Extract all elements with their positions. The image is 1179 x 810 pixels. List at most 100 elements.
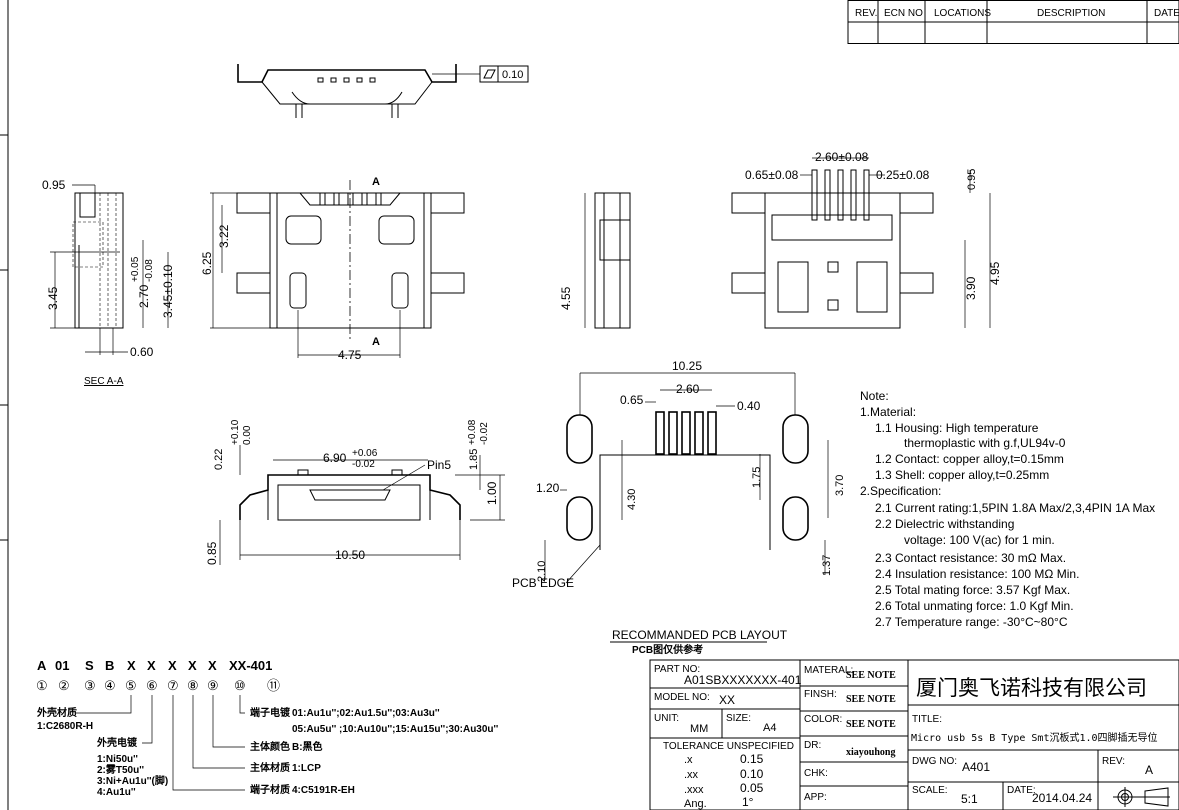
part-code-legend: A 01 S B X X X X X XX-401 ① ② ③ ④ ⑤ ⑥ ⑦ … — [36, 658, 498, 798]
finish-label: FINSH: — [804, 689, 837, 700]
dim-6.90: 6.90 — [323, 451, 347, 465]
code-segment: X — [208, 658, 217, 673]
dim-3.90: 3.90 — [964, 276, 978, 300]
terminal-plating-value: 01:Au1u'';02:Au1.5u'';03:Au3u'' — [292, 708, 440, 719]
code-number: ⑨ — [207, 678, 219, 693]
shell-plating-value: 3:Ni+Au1u''(脚) — [97, 774, 168, 787]
note-line: 2.3 Contact resistance: 30 mΩ Max. — [875, 551, 1066, 565]
terminal-plating-value: 05:Au5u'' ;10:Au10u'';15:Au15u'';30:Au30… — [292, 724, 498, 735]
date-header: DATE — [1154, 8, 1179, 19]
dwg-no-value: A401 — [962, 760, 990, 774]
note-line: 1.2 Contact: copper alloy,t=0.15mm — [875, 452, 1064, 466]
finish-value: SEE NOTE — [846, 694, 896, 705]
dim-0.95: 0.95 — [42, 178, 66, 192]
dim-1.00: 1.00 — [485, 481, 499, 505]
dim-3.45-tol: 3.45±0.10 — [161, 264, 175, 318]
section-mark-bottom: A — [372, 336, 380, 348]
rear-view: 2.60±0.08 0.65±0.08 0.25±0.08 0.95 3.90 … — [731, 150, 1002, 329]
dim-3.45: 3.45 — [46, 286, 60, 310]
pcb-dim-10.25: 10.25 — [672, 359, 702, 373]
notes: Note: 1.Material: 1.1 Housing: High temp… — [860, 389, 1155, 629]
code-number: ⑧ — [187, 678, 199, 693]
title-block: PART NO: A01SBXXXXXXX-401 MODEL NO: XX U… — [649, 659, 1179, 810]
size-label: SIZE: — [726, 713, 751, 724]
dim-2.60: 2.60±0.08 — [815, 150, 869, 164]
dim-6.90-plus: +0.06 — [352, 448, 378, 459]
scale-label: SCALE: — [912, 785, 948, 796]
shell-plating-value: 4:Au1u'' — [97, 787, 136, 798]
dwg-no-label: DWG NO: — [912, 756, 957, 767]
scale-value: 5:1 — [961, 792, 978, 806]
dr-label: DR: — [804, 740, 821, 751]
dim-4.55: 4.55 — [559, 286, 573, 310]
pcb-layout-title: RECOMMANDED PCB LAYOUT — [612, 628, 788, 642]
pcb-dim-0.65: 0.65 — [620, 393, 644, 407]
tolerance-value: 0.05 — [740, 781, 764, 795]
dim-1.85-plus: +0.08 — [467, 419, 478, 445]
note-line: 2.6 Total unmating force: 1.0 Kgf Min. — [875, 599, 1074, 613]
note-line: 1.1 Housing: High temperature — [875, 421, 1039, 435]
section-view: 3.45 0.95 2.70 +0.05 -0.08 3.45±0.10 0.6… — [42, 178, 175, 387]
dim-10.50: 10.50 — [335, 548, 365, 562]
note-line: 2.1 Current rating:1,5PIN 1.8A Max/2,3,4… — [875, 501, 1155, 515]
terminal-material-value: 4:C5191R-EH — [292, 785, 355, 796]
body-color-label: 主体颜色 — [250, 740, 290, 753]
code-segment: X — [147, 658, 156, 673]
dim-0.95-rear: 0.95 — [966, 169, 978, 190]
front-view: A A 6.25 3.22 4.75 — [200, 176, 465, 362]
note-line: thermoplastic with g.f,UL94v-0 — [904, 436, 1066, 450]
pcb-dim-0.40: 0.40 — [737, 399, 761, 413]
code-segment: X — [127, 658, 136, 673]
shell-plating-label: 外壳电镀 — [96, 736, 138, 749]
note-line: 1.3 Shell: copper alloy,t=0.25mm — [875, 468, 1049, 482]
note-line: 2.5 Total mating force: 3.57 Kgf Max. — [875, 583, 1070, 597]
model-no-value: XX — [719, 693, 735, 707]
body-color-value: B:黑色 — [292, 740, 323, 753]
ecn-header: ECN NO — [884, 8, 923, 19]
app-label: APP: — [804, 792, 827, 803]
shell-plating-value: 1:Ni50u'' — [97, 754, 138, 765]
note-line: 1.Material: — [860, 405, 916, 419]
code-number: ② — [58, 678, 70, 693]
dim-0.60: 0.60 — [130, 345, 154, 359]
note-line: 2.7 Temperature range: -30°C~80°C — [875, 615, 1068, 629]
color-value: SEE NOTE — [846, 719, 896, 730]
note-line: 2.2 Dielectric withstanding — [875, 517, 1014, 531]
dim-4.75: 4.75 — [338, 348, 362, 362]
part-no-label: PART NO: — [654, 664, 700, 675]
pin5-label: Pin5 — [427, 458, 451, 472]
model-no-label: MODEL NO: — [654, 692, 710, 703]
pcb-layout: 10.25 2.60 0.65 0.40 1.75 3.70 1.20 4.30… — [512, 359, 846, 656]
projection-symbol-icon — [1113, 787, 1170, 807]
dim-6.25: 6.25 — [200, 251, 214, 275]
code-number: ⑪ — [267, 678, 280, 693]
pcb-edge-label: PCB EDGE — [512, 576, 574, 590]
shell-material-label: 外壳材质 — [36, 706, 77, 719]
pcb-dim-2.10: 2.10 — [536, 561, 548, 582]
dim-6.90-minus: -0.02 — [352, 459, 375, 470]
dim-2.70-tol-minus: -0.08 — [144, 259, 155, 282]
note-line: Note: — [860, 389, 889, 403]
company-name: 厦门奥飞诺科技有限公司 — [916, 677, 1147, 700]
tolerance-key: Ang. — [684, 798, 707, 810]
body-material-value: 1:LCP — [292, 763, 321, 774]
flatness-value: 0.10 — [502, 69, 523, 81]
code-number: ⑩ — [234, 678, 246, 693]
mating-view: 6.90 +0.06 -0.02 Pin5 0.22 +0.10 0.00 1.… — [205, 419, 505, 565]
code-segment: X — [168, 658, 177, 673]
dim-0.25: 0.25±0.08 — [876, 168, 930, 182]
section-mark-top: A — [372, 176, 380, 188]
shell-material-value: 1:C2680R-H — [37, 721, 93, 732]
description-header: DESCRIPTION — [1037, 8, 1105, 19]
dim-0.65: 0.65±0.08 — [745, 168, 799, 182]
dim-1.85: 1.85 — [468, 449, 480, 470]
side-view: 4.55 — [559, 192, 631, 329]
title-label: TITLE: — [912, 714, 942, 725]
code-segment: XX-401 — [229, 658, 272, 673]
pcb-dim-1.20: 1.20 — [536, 481, 560, 495]
dr-value: xiayouhong — [846, 747, 895, 758]
code-segment: A — [37, 658, 47, 673]
tolerance-key: .xx — [684, 769, 699, 781]
color-label: COLOR: — [804, 714, 842, 725]
unit-label: UNIT: — [654, 713, 679, 724]
